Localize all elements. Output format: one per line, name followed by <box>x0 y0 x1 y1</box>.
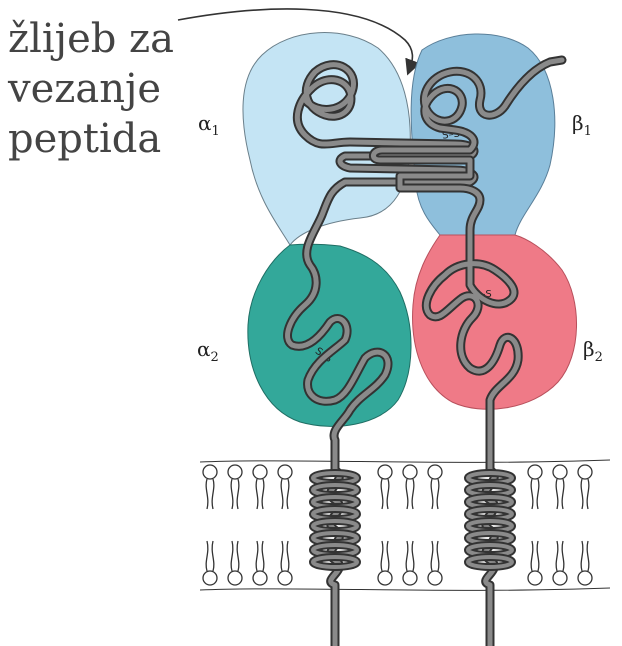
lipid-head-outer <box>253 465 267 479</box>
lipid-tail <box>431 541 439 571</box>
lipid-tail <box>406 479 414 509</box>
membrane-surface-line <box>200 460 610 462</box>
label-alpha1: α1 <box>198 111 220 139</box>
lipid-head-inner <box>578 571 592 585</box>
lipid-head-outer <box>278 465 292 479</box>
lipid-tail <box>231 479 239 509</box>
lipid-head-inner <box>228 571 242 585</box>
label-beta2: β2 <box>583 337 603 365</box>
lipid-head-outer <box>403 465 417 479</box>
label-beta1: β1 <box>572 111 592 139</box>
lipid-tail <box>431 479 439 509</box>
lipid-tail <box>206 541 214 571</box>
lipid-tail <box>231 541 239 571</box>
label-alpha2: α2 <box>197 337 219 365</box>
lipid-head-inner <box>378 571 392 585</box>
lipid-tail <box>281 479 289 509</box>
lipid-tail <box>206 479 214 509</box>
lipid-tail <box>381 541 389 571</box>
lipid-tail <box>256 479 264 509</box>
beta-transmembrane-helix <box>468 473 512 567</box>
lipid-head-inner <box>528 571 542 585</box>
lipid-tail <box>556 541 564 571</box>
lipid-head-inner <box>278 571 292 585</box>
lipid-bilayer <box>200 460 610 590</box>
lipid-head-inner <box>253 571 267 585</box>
lipid-tail <box>381 479 389 509</box>
lipid-tail <box>406 541 414 571</box>
lipid-tail <box>256 541 264 571</box>
lipid-head-outer <box>428 465 442 479</box>
lipid-head-inner <box>403 571 417 585</box>
lipid-head-outer <box>378 465 392 479</box>
alpha-transmembrane-helix <box>313 473 357 567</box>
lipid-tail <box>281 541 289 571</box>
lipid-head-inner <box>203 571 217 585</box>
lipid-head-outer <box>578 465 592 479</box>
lipid-tail <box>581 541 589 571</box>
lipid-tail <box>531 541 539 571</box>
lipid-tail <box>531 479 539 509</box>
lipid-head-outer <box>228 465 242 479</box>
lipid-head-outer <box>553 465 567 479</box>
beta2-domain <box>413 235 577 409</box>
lipid-head-outer <box>203 465 217 479</box>
lipid-head-inner <box>428 571 442 585</box>
membrane-surface-line <box>200 588 610 590</box>
lipid-head-outer <box>528 465 542 479</box>
lipid-tail <box>556 479 564 509</box>
lipid-head-inner <box>553 571 567 585</box>
lipid-tail <box>581 479 589 509</box>
